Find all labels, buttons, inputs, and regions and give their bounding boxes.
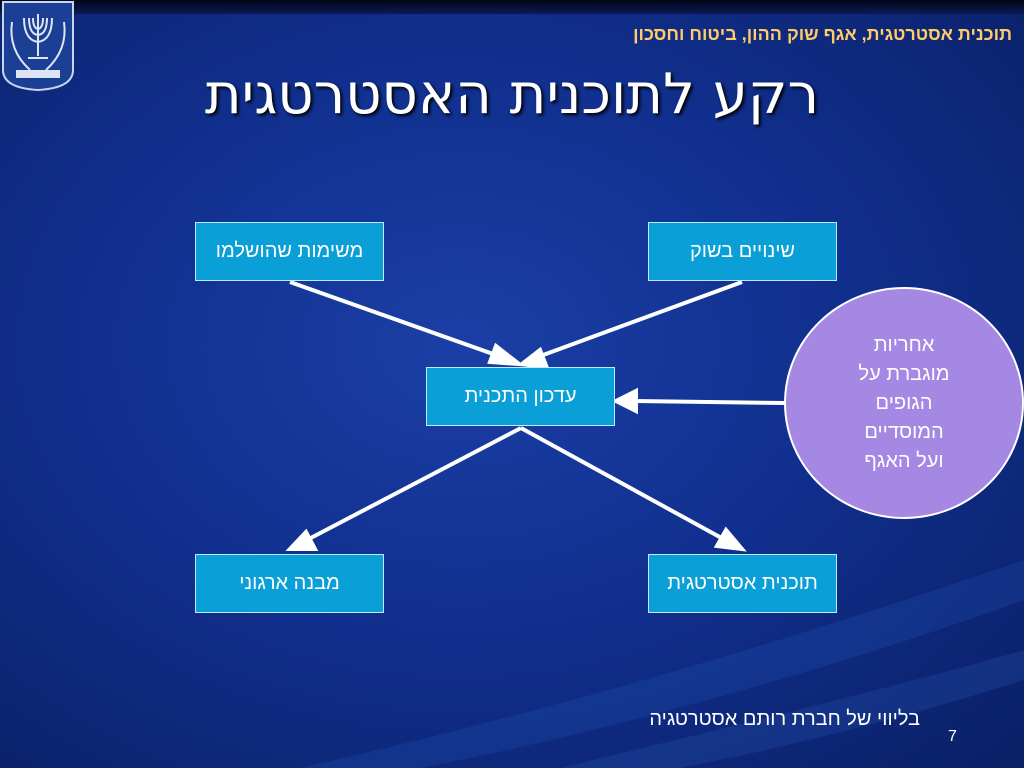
arrowhead-tasks (487, 342, 526, 367)
arrow-circle-to-update (631, 399, 786, 405)
presentation-subtitle: תוכנית אסטרטגית, אגף שוק ההון, ביטוח וחס… (633, 24, 1012, 44)
slide-title: רקע לתוכנית האסטרטגית (204, 62, 820, 127)
arrowhead-circle (611, 387, 638, 415)
node-org-structure-label: מבנה ארגוני (239, 572, 340, 594)
node-strategic-plan: תוכנית אסטרטגית (648, 554, 837, 613)
top-strip (0, 0, 1024, 14)
arrow-update-to-structure (304, 426, 522, 543)
arrow-update-to-strategy (520, 426, 728, 543)
arrowhead-market (517, 346, 551, 371)
node-market-changes-label: שינויים בשוק (689, 240, 796, 262)
node-completed-tasks: משימות שהושלמו (195, 222, 384, 281)
arrow-tasks-to-update (289, 280, 511, 362)
node-accountability-label: אחריות מוגברת על הגופים המוסדיים ועל האג… (858, 333, 950, 472)
node-plan-update-label: עדכון התכנית (464, 385, 577, 407)
node-accountability-circle: אחריות מוגברת על הגופים המוסדיים ועל האג… (784, 287, 1024, 519)
arrow-market-to-update (534, 280, 743, 360)
page-number: 7 (948, 728, 957, 745)
node-strategic-plan-label: תוכנית אסטרטגית (667, 572, 818, 594)
footer-credit: בליווי של חברת רותם אסטרטגיה (649, 708, 920, 730)
arrowhead-structure (285, 528, 319, 551)
arrowhead-strategy (713, 526, 747, 552)
node-market-changes: שינויים בשוק (648, 222, 837, 281)
state-emblem-icon (2, 1, 74, 92)
node-completed-tasks-label: משימות שהושלמו (215, 240, 364, 262)
node-org-structure: מבנה ארגוני (195, 554, 384, 613)
node-plan-update: עדכון התכנית (426, 367, 615, 426)
